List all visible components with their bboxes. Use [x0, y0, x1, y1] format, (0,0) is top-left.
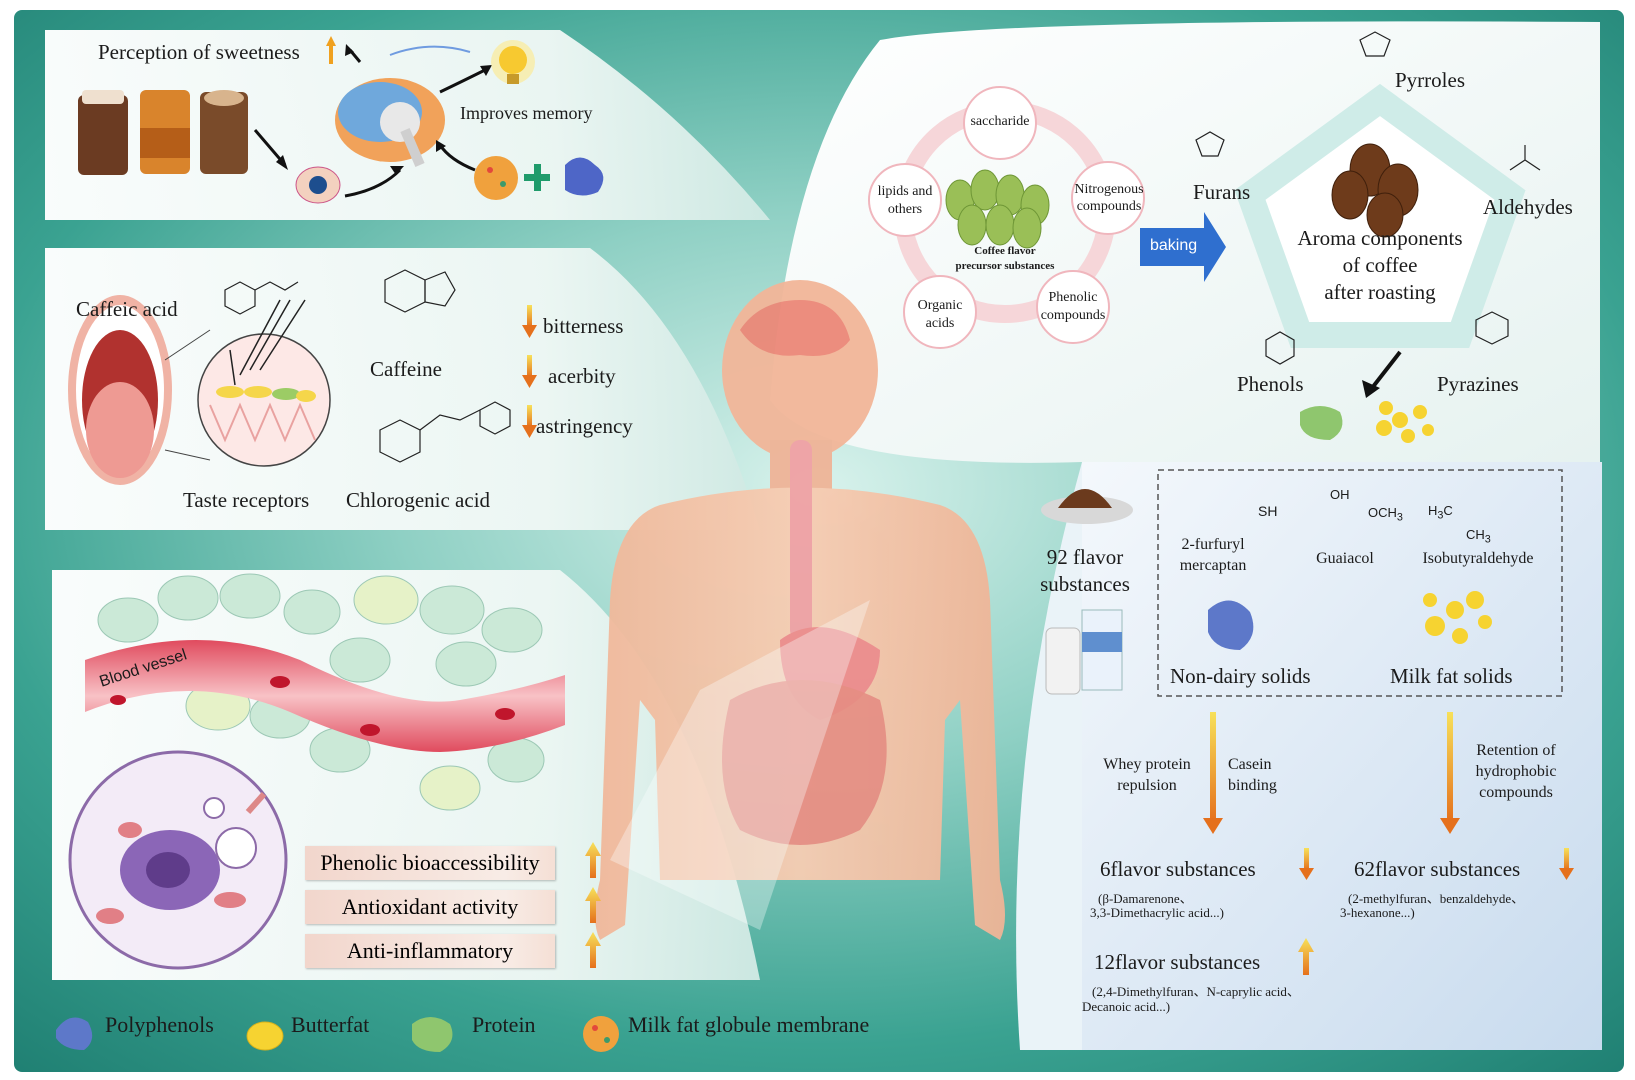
sweetness-label: Perception of sweetness	[98, 40, 300, 64]
anti-inflammatory-bar: Anti-inflammatory	[305, 934, 555, 968]
aroma-center-2: of coffee	[1342, 253, 1418, 277]
result-12-detail-1: (2,4-Dimethylfuran、N-caprylic acid、	[1092, 984, 1300, 999]
baking-label: baking	[1150, 237, 1198, 254]
acerbity-label: acerbity	[548, 364, 616, 388]
legend-milk-fat-globule-membrane: Milk fat globule membrane	[628, 1012, 870, 1037]
green-coffee-beans	[945, 169, 1050, 249]
result-6-title: 6flavor substances	[1100, 857, 1256, 881]
aroma-center-3: after roasting	[1324, 280, 1436, 304]
furans-label: Furans	[1193, 180, 1251, 204]
precursor-center-1: Coffee flavor	[974, 245, 1036, 257]
legend-protein: Protein	[472, 1012, 536, 1037]
guaiacol-label: Guaiacol	[1316, 550, 1374, 567]
retention-label-1: Retention of	[1476, 742, 1556, 759]
pyrazines-label: Pyrazines	[1437, 372, 1519, 396]
phenolic-label-2: compounds	[1040, 308, 1106, 323]
isobutyraldehyde-label: Isobutyraldehyde	[1422, 550, 1534, 567]
mouth-icon	[68, 295, 172, 485]
lipids-label-2: others	[887, 202, 923, 217]
ch3-group: CH3	[1466, 527, 1491, 546]
result-62-detail-2: 3-hexanone...)	[1340, 905, 1415, 920]
pyrroles-label: Pyrroles	[1395, 68, 1465, 92]
phenols-label: Phenols	[1237, 372, 1304, 396]
bitterness-label: bitterness	[543, 314, 624, 338]
flavor-count-2: substances	[1040, 572, 1130, 596]
precursor-center-2: precursor substances	[955, 260, 1055, 272]
eye-icon	[295, 166, 341, 204]
h3c-group: H3C	[1428, 503, 1453, 522]
whey-label-1: Whey protein	[1103, 756, 1191, 773]
furfuryl-label-1: 2-furfuryl	[1181, 536, 1245, 553]
aroma-center-1: Aroma components	[1297, 226, 1463, 250]
human-body	[595, 280, 1005, 940]
chlorogenic-acid-label: Chlorogenic acid	[346, 488, 491, 512]
bulb-icon	[491, 40, 535, 84]
down-arrows-taste	[522, 305, 537, 438]
roasted-beans	[1331, 143, 1419, 238]
flow-arrows	[1203, 712, 1574, 975]
result-6-detail-2: 3,3-Dimethacrylic acid...)	[1090, 905, 1224, 920]
nitrogenous-label-1: Nitrogenous	[1074, 182, 1144, 197]
non-dairy-label: Non-dairy solids	[1170, 664, 1311, 688]
phenolic-label-1: Phenolic	[1048, 290, 1098, 305]
dashed-box	[1157, 469, 1563, 697]
organic-label-1: Organic	[917, 298, 963, 313]
aroma-structures	[1195, 31, 1541, 365]
caffeine-label: Caffeine	[370, 357, 442, 381]
casein-label-1: Casein	[1228, 756, 1272, 773]
legend-butterfat: Butterfat	[291, 1012, 370, 1037]
coffee-cups	[78, 90, 248, 175]
phenolic-bioaccessibility-bar: Phenolic bioaccessibility	[305, 846, 555, 880]
cell-body	[68, 750, 288, 970]
sh-group: SH	[1258, 503, 1278, 519]
aldehydes-label: Aldehydes	[1483, 195, 1573, 219]
baking-arrow	[1140, 212, 1226, 282]
precursor-circles	[868, 86, 1145, 349]
oh-group: OH	[1330, 487, 1350, 502]
taste-receptor-zoom	[197, 299, 331, 467]
flavor-count-1: 92 flavor	[1046, 545, 1124, 569]
result-12-title: 12flavor substances	[1094, 950, 1261, 974]
nitrogenous-label-2: compounds	[1076, 199, 1142, 214]
casein-label-2: binding	[1228, 777, 1277, 794]
memory-label: Improves memory	[460, 103, 593, 123]
caffeic-acid-label: Caffeic acid	[76, 297, 178, 321]
result-62-detail-1: (2-methylfuran、benzaldehyde、	[1348, 891, 1525, 906]
chlorogenic-acid-structure	[379, 401, 511, 463]
result-62-title: 62flavor substances	[1354, 857, 1521, 881]
lipids-label-1: lipids and	[877, 184, 933, 199]
furfuryl-label-2: mercaptan	[1179, 557, 1247, 574]
retention-label-2: hydrophobic	[1475, 763, 1557, 780]
result-12-detail-2: Decanoic acid...)	[1082, 999, 1171, 1014]
cells-cluster	[97, 573, 545, 811]
whey-label-2: repulsion	[1117, 777, 1177, 794]
caffeic-acid-structure	[224, 281, 299, 315]
saccharide-label: saccharide	[970, 114, 1030, 129]
caffeine-structure	[384, 269, 456, 313]
up-arrows-bars	[585, 842, 601, 968]
organic-label-2: acids	[925, 316, 955, 331]
retention-label-3: compounds	[1479, 784, 1553, 801]
taste-receptors-label: Taste receptors	[183, 488, 310, 512]
och3-group: OCH3	[1368, 505, 1403, 524]
blood-vessel	[85, 640, 565, 752]
milk-fat-label: Milk fat solids	[1390, 664, 1513, 688]
result-6-detail-1: (β-Damarenone、	[1098, 891, 1193, 906]
astringency-label: astringency	[536, 414, 633, 438]
legend-polyphenols: Polyphenols	[105, 1012, 214, 1037]
brain-icon	[335, 78, 445, 167]
antioxidant-activity-bar: Antioxidant activity	[305, 890, 555, 924]
